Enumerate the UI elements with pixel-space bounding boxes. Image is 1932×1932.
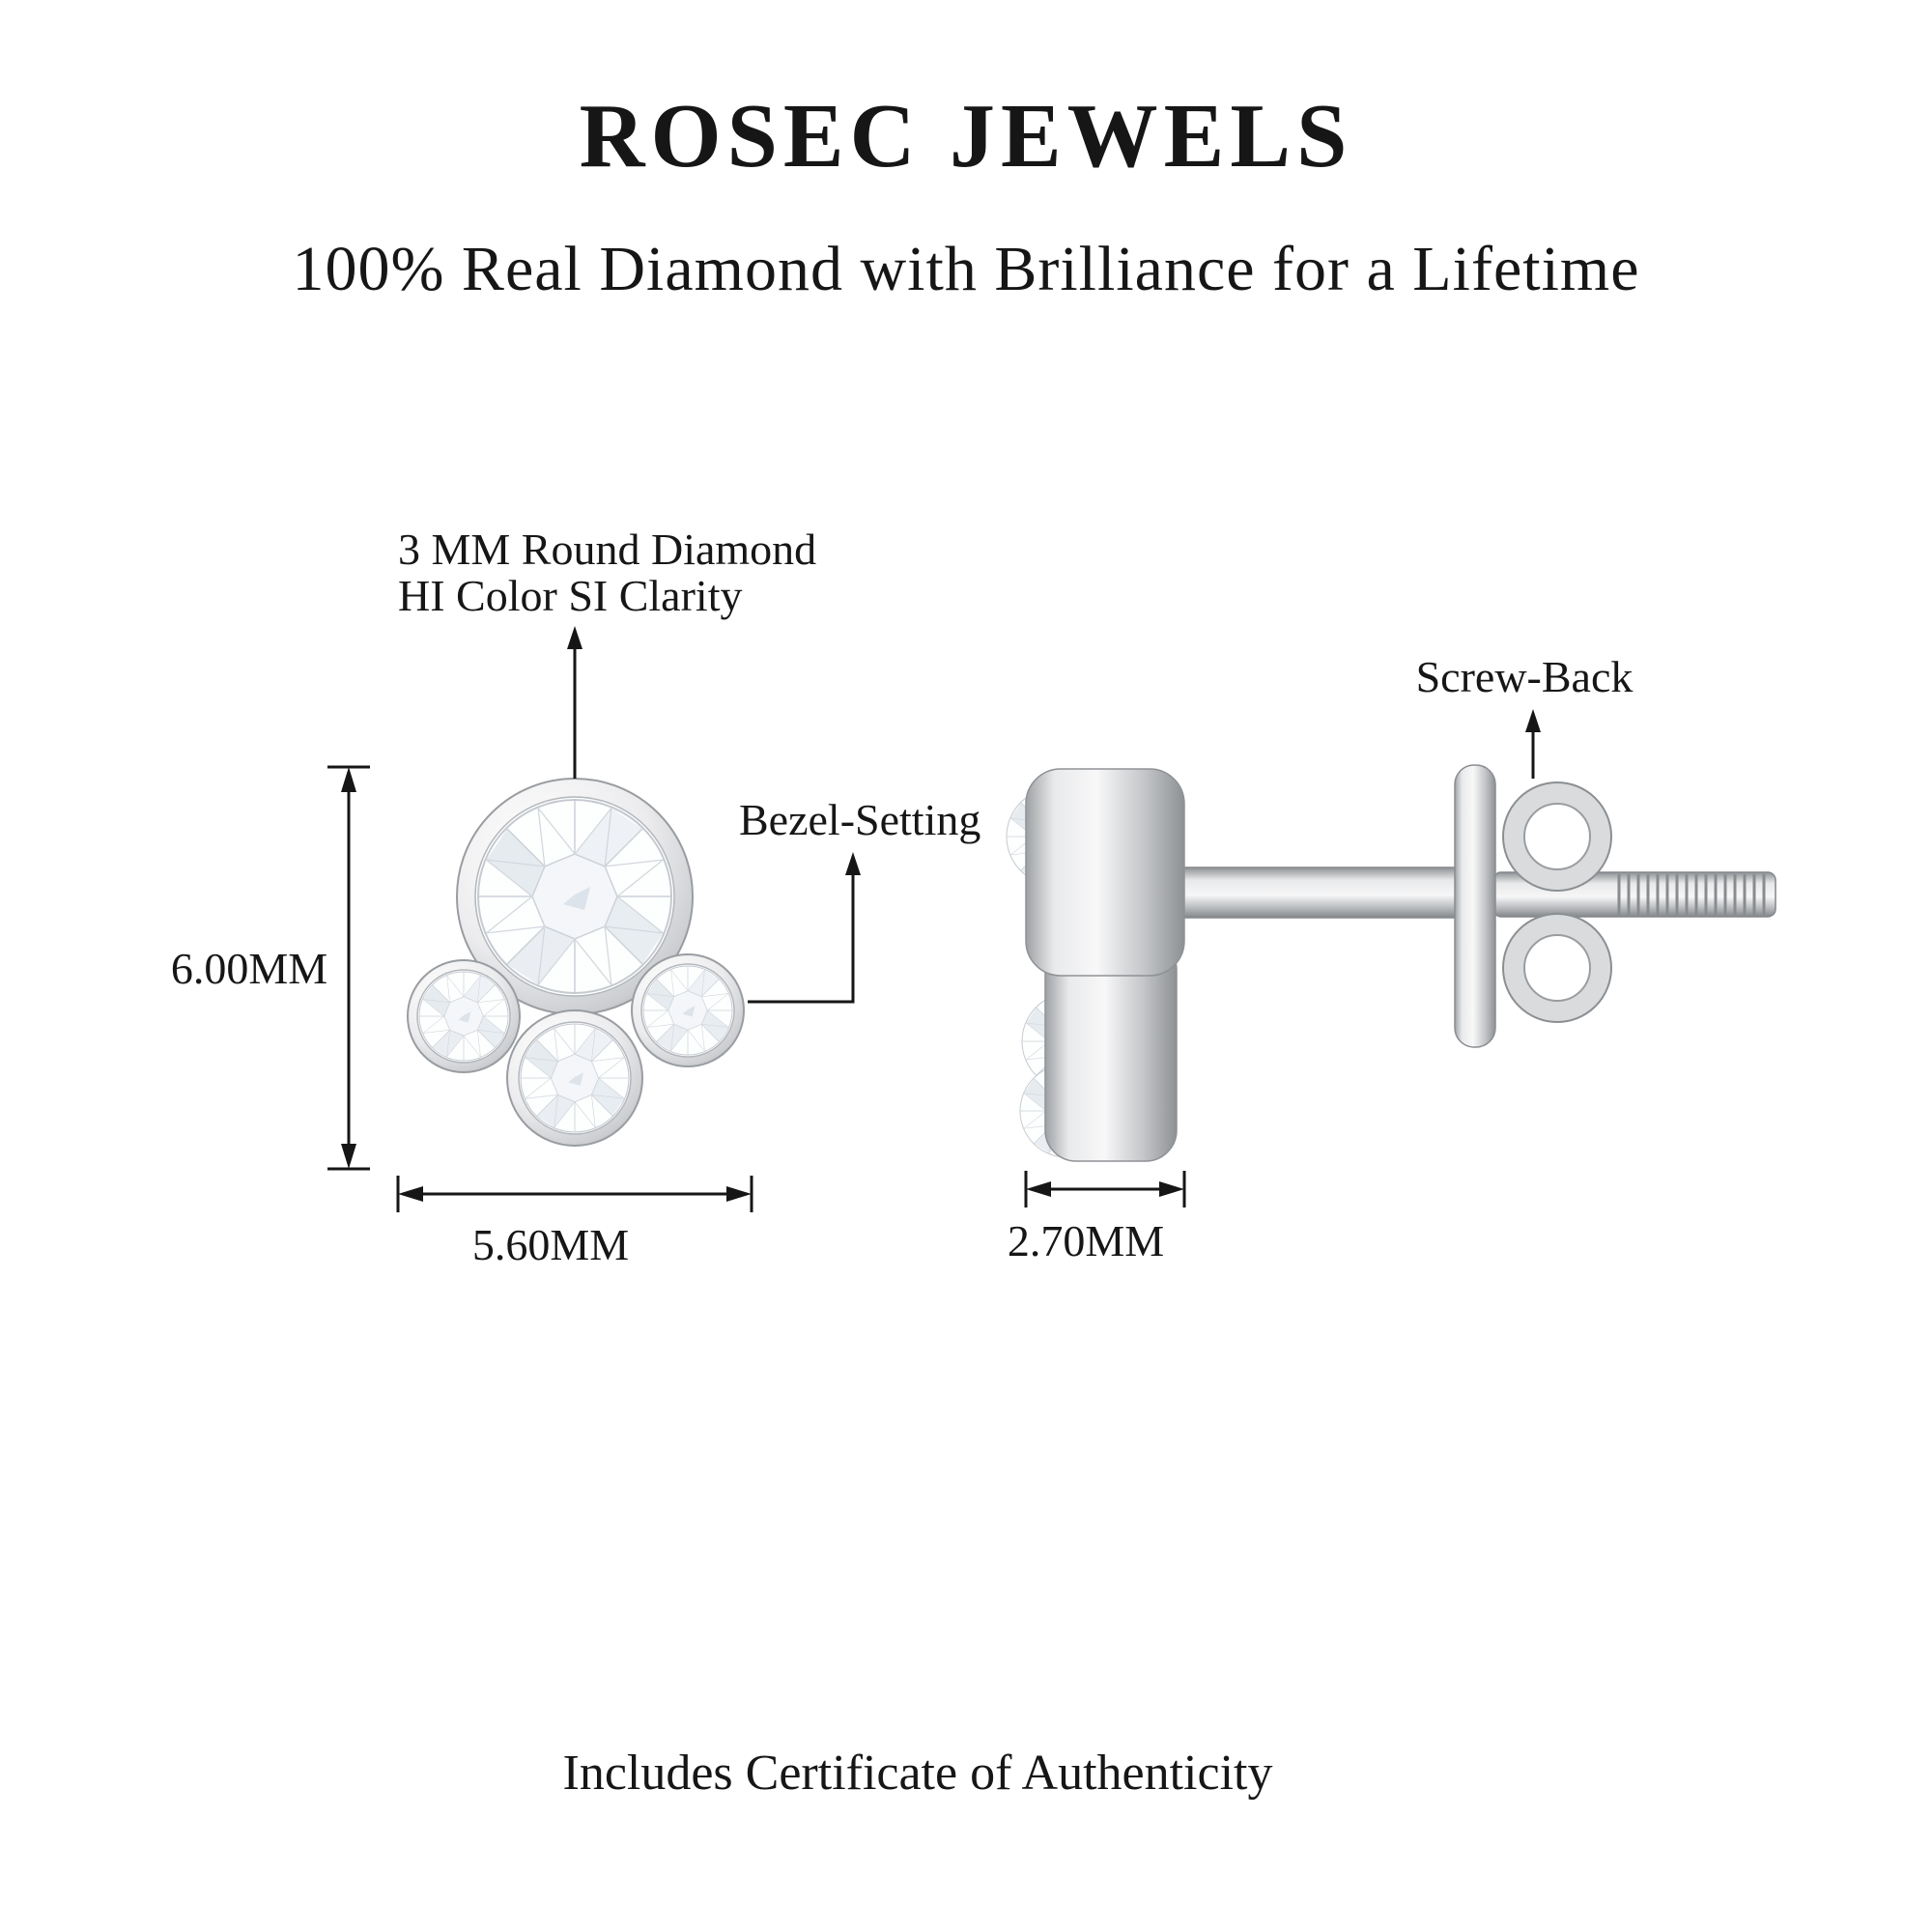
- dim-arrow-right-icon: [1159, 1181, 1184, 1197]
- head-main-disk: [1025, 768, 1185, 977]
- screwback-callout: Screw-Back: [1416, 652, 1634, 779]
- certificate-note: Includes Certificate of Authenticity: [563, 1746, 1273, 1801]
- screwback-callout-arrow-icon: [1525, 709, 1541, 732]
- stone-callout: 3 MM Round Diamond HI Color SI Clarity: [398, 525, 816, 779]
- screwback-plate: [1454, 764, 1496, 1048]
- diamond-left: [418, 971, 509, 1062]
- bezel-callout-line: [748, 873, 855, 1004]
- width-dim-label: 5.60MM: [472, 1220, 629, 1269]
- brand-title: ROSEC JEWELS: [580, 86, 1353, 186]
- bezel-callout-arrow-icon: [845, 852, 861, 875]
- height-dim-label: 6.00MM: [171, 944, 327, 993]
- depth-dim-label: 2.70MM: [1008, 1216, 1164, 1265]
- bezel-callout-label: Bezel-Setting: [739, 795, 980, 844]
- earring-post: [1179, 867, 1463, 919]
- screwback-loops: [1502, 781, 1612, 1023]
- front-view: 3 MM Round Diamond HI Color SI Clarity B…: [171, 525, 981, 1269]
- dim-arrow-up-icon: [341, 767, 356, 792]
- dim-arrow-down-icon: [341, 1144, 356, 1169]
- diamond-bottom: [520, 1023, 630, 1133]
- height-dimension: 6.00MM: [171, 765, 370, 1171]
- bezel-bottom: [506, 1009, 643, 1147]
- diamond-right: [642, 965, 733, 1056]
- bezel-large: [456, 778, 694, 1015]
- stone-callout-line1: 3 MM Round Diamond: [398, 525, 816, 574]
- stone-callout-line2: HI Color SI Clarity: [398, 571, 742, 620]
- bezel-callout: Bezel-Setting: [739, 795, 980, 1004]
- diamond-large: [477, 799, 672, 994]
- dim-arrow-left-icon: [398, 1186, 423, 1202]
- bezel-right: [631, 953, 745, 1067]
- screwback-callout-label: Screw-Back: [1416, 652, 1634, 701]
- depth-dimension: 2.70MM: [1008, 1171, 1186, 1265]
- stone-callout-arrow-icon: [567, 626, 582, 649]
- brand-tagline: 100% Real Diamond with Brilliance for a …: [292, 234, 1639, 304]
- bezel-left: [407, 959, 521, 1073]
- dim-arrow-left-icon: [1026, 1181, 1051, 1197]
- side-view: Screw-Back 2.70MM: [1006, 652, 1776, 1265]
- width-dimension: 5.60MM: [396, 1176, 753, 1269]
- dim-arrow-right-icon: [726, 1186, 752, 1202]
- thread-grooves: [1617, 874, 1766, 915]
